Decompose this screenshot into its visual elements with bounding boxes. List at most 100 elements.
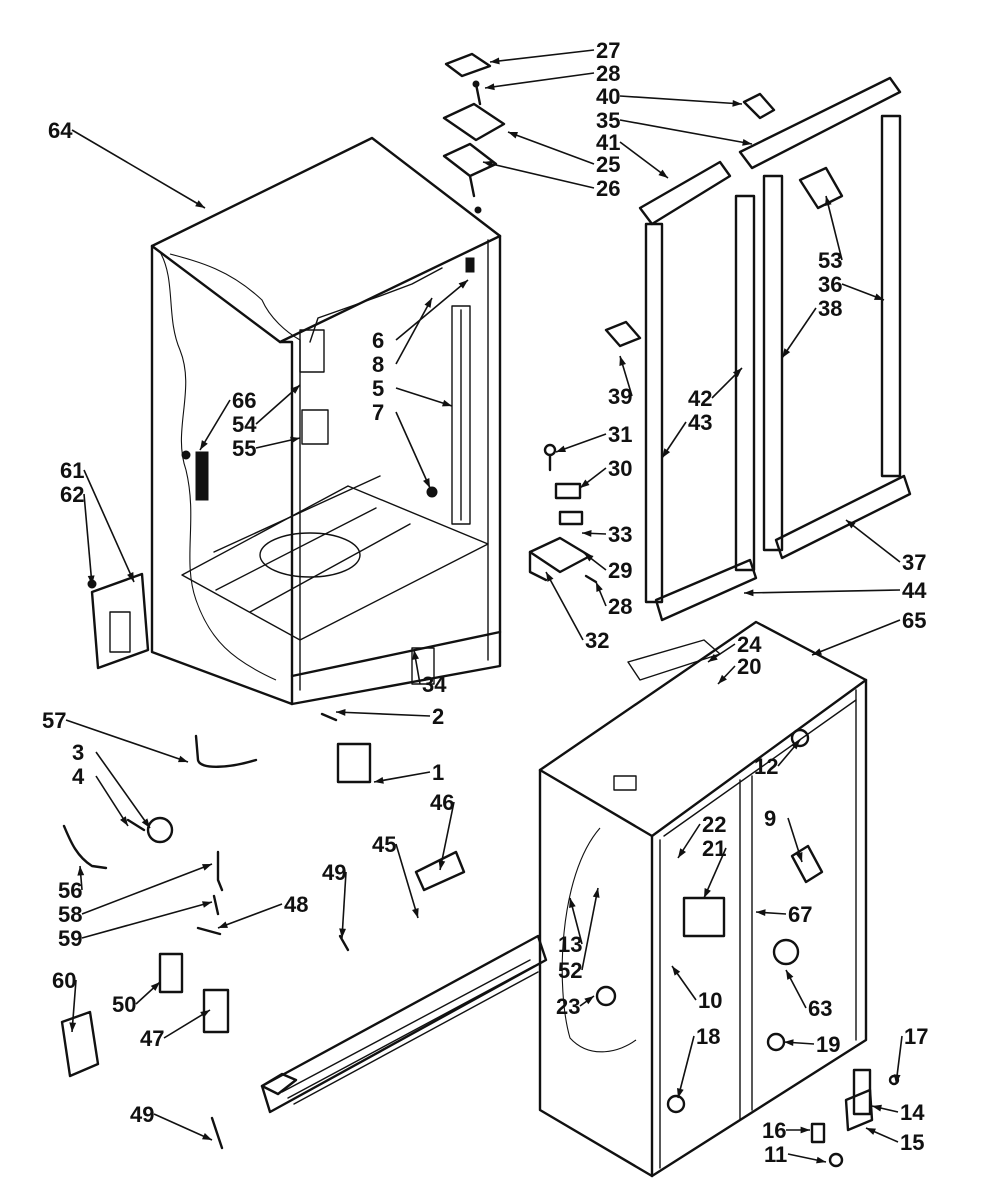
arrowhead-c62 bbox=[87, 575, 95, 585]
arrowhead-c20 bbox=[718, 674, 727, 684]
callout-c20: 20 bbox=[737, 654, 761, 679]
callout-c35: 35 bbox=[596, 108, 620, 133]
callout-c60: 60 bbox=[52, 968, 76, 993]
arrowhead-c36 bbox=[874, 293, 884, 300]
door-trim-parts bbox=[604, 76, 912, 622]
arrowhead-c14 bbox=[872, 1104, 882, 1112]
leader-c3 bbox=[95, 751, 151, 829]
callout-c45: 45 bbox=[372, 832, 396, 857]
arrowhead-c3 bbox=[141, 818, 150, 828]
callout-c61: 61 bbox=[60, 458, 84, 483]
leader-c6 bbox=[395, 279, 469, 341]
arrowhead-c21 bbox=[704, 888, 711, 898]
callout-c58: 58 bbox=[58, 902, 82, 927]
callout-c25: 25 bbox=[596, 152, 620, 177]
callout-c28b: 28 bbox=[608, 594, 632, 619]
arrowhead-c32 bbox=[546, 572, 554, 582]
arrowhead-c41 bbox=[658, 169, 668, 178]
callout-c27: 27 bbox=[596, 38, 620, 63]
callout-c12: 12 bbox=[754, 754, 778, 779]
callout-c49a: 49 bbox=[322, 860, 346, 885]
arrowhead-c7 bbox=[423, 478, 430, 488]
callout-c30: 30 bbox=[608, 456, 632, 481]
callout-c36: 36 bbox=[818, 272, 842, 297]
grille-45 bbox=[260, 850, 548, 1114]
leader-c45 bbox=[395, 843, 419, 919]
callout-c47: 47 bbox=[140, 1026, 164, 1051]
callout-c50: 50 bbox=[112, 992, 136, 1017]
arrowhead-c35 bbox=[742, 138, 752, 146]
arrowhead-c22 bbox=[678, 848, 686, 858]
callout-c39: 39 bbox=[608, 384, 632, 409]
arrowhead-c42 bbox=[732, 368, 742, 378]
callout-c14: 14 bbox=[900, 1100, 925, 1125]
callout-c66: 66 bbox=[232, 388, 256, 413]
callout-c24: 24 bbox=[737, 632, 762, 657]
top-hinge-assembly bbox=[442, 52, 506, 198]
arrowhead-c52 bbox=[592, 888, 600, 898]
arrowhead-c6 bbox=[458, 280, 468, 289]
arrowhead-c31 bbox=[556, 445, 566, 453]
arrowhead-c13 bbox=[569, 898, 576, 908]
leader-c1 bbox=[373, 771, 431, 783]
leader-c62 bbox=[83, 493, 93, 586]
callout-c16: 16 bbox=[762, 1118, 786, 1143]
callout-c54: 54 bbox=[232, 412, 257, 437]
callout-c33: 33 bbox=[608, 522, 632, 547]
callout-c13: 13 bbox=[558, 932, 582, 957]
callout-c2: 2 bbox=[432, 704, 444, 729]
leader-c41 bbox=[619, 141, 669, 179]
callout-c18: 18 bbox=[696, 1024, 720, 1049]
arrowhead-c39 bbox=[619, 356, 626, 366]
callout-c62: 62 bbox=[60, 482, 84, 507]
arrowhead-c26 bbox=[483, 160, 493, 168]
leader-c64 bbox=[71, 129, 206, 209]
callout-c52: 52 bbox=[558, 958, 582, 983]
callout-c28a: 28 bbox=[596, 61, 620, 86]
callout-c6: 6 bbox=[372, 328, 384, 353]
callout-c9: 9 bbox=[764, 806, 776, 831]
leader-c46 bbox=[439, 801, 455, 871]
callout-c67: 67 bbox=[788, 902, 812, 927]
leader-c2 bbox=[335, 711, 431, 717]
arrowhead-c58 bbox=[202, 864, 212, 871]
callout-layer: 6427284035412526685766545561623931303329… bbox=[42, 38, 928, 1167]
arrowhead-c65 bbox=[812, 648, 822, 655]
arrowhead-c63 bbox=[786, 970, 794, 980]
callout-c37: 37 bbox=[902, 550, 926, 575]
arrowhead-c34 bbox=[412, 650, 420, 660]
callout-c53: 53 bbox=[818, 248, 842, 273]
arrowhead-c1 bbox=[374, 776, 384, 784]
arrowhead-c48 bbox=[218, 921, 228, 928]
callout-c31: 31 bbox=[608, 422, 632, 447]
arrowhead-c12 bbox=[791, 740, 800, 750]
callout-c29: 29 bbox=[608, 558, 632, 583]
arrowhead-c18 bbox=[677, 1088, 684, 1098]
arrowhead-c66 bbox=[200, 440, 208, 450]
callout-c38: 38 bbox=[818, 296, 842, 321]
callout-c43: 43 bbox=[688, 410, 712, 435]
callout-c49b: 49 bbox=[130, 1102, 154, 1127]
leader-c38 bbox=[781, 307, 817, 359]
leader-c18 bbox=[677, 1035, 695, 1099]
callout-c34: 34 bbox=[422, 672, 447, 697]
callout-c17: 17 bbox=[904, 1024, 928, 1049]
leader-c8 bbox=[395, 297, 433, 365]
leader-c40 bbox=[619, 95, 743, 105]
leader-c32 bbox=[545, 571, 584, 641]
leader-c5 bbox=[395, 387, 453, 407]
arrowhead-c47 bbox=[200, 1010, 210, 1018]
callout-c5: 5 bbox=[372, 376, 384, 401]
arrowhead-c9 bbox=[795, 852, 803, 862]
arrowhead-c56 bbox=[77, 866, 85, 876]
leader-c48 bbox=[217, 903, 283, 929]
callout-c22: 22 bbox=[702, 812, 726, 837]
callout-c65: 65 bbox=[902, 608, 926, 633]
leader-c59 bbox=[81, 901, 213, 939]
callout-c57: 57 bbox=[42, 708, 66, 733]
leader-c26 bbox=[482, 161, 595, 189]
leader-c61 bbox=[83, 469, 135, 583]
arrowhead-c40 bbox=[732, 99, 742, 107]
callout-c44: 44 bbox=[902, 578, 927, 603]
